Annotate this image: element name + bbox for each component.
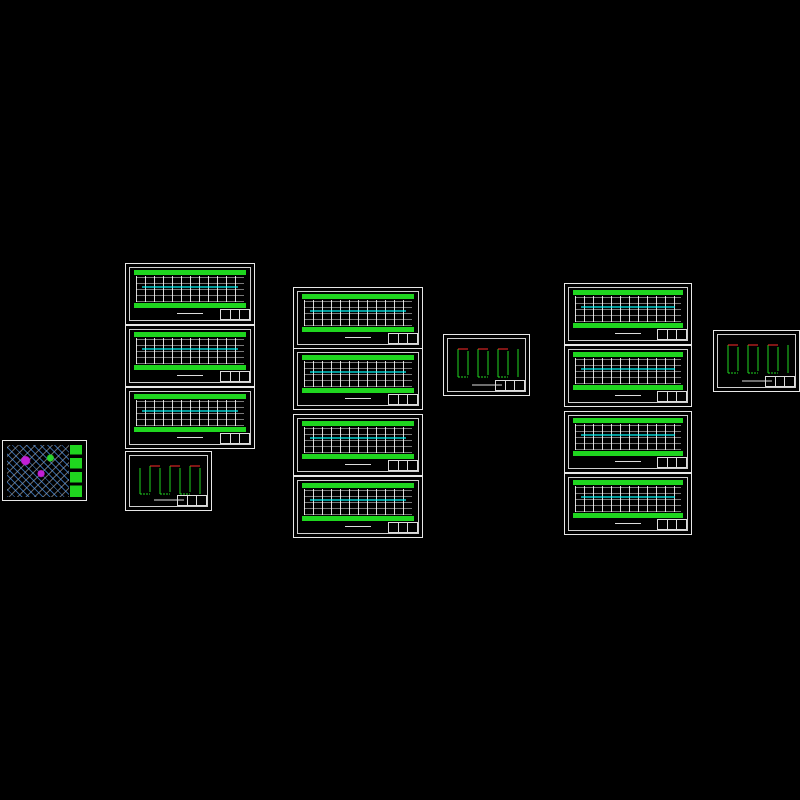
- floor-plan-drawing: [134, 394, 246, 432]
- drawing-caption: [177, 313, 203, 314]
- title-block: [388, 460, 418, 471]
- drawing-caption: [345, 464, 371, 465]
- sheet-frame: [129, 329, 251, 383]
- floor-plan-drawing: [573, 352, 683, 390]
- sheet-frame: [297, 418, 419, 472]
- sheet-frame: [568, 477, 688, 531]
- sheet-frame: [129, 267, 251, 321]
- title-block: [657, 329, 687, 340]
- riser-diagram-sheet[interactable]: [443, 334, 530, 396]
- sheet-frame: [129, 455, 208, 507]
- sheet-frame: [447, 338, 526, 392]
- floor-plan-sheet[interactable]: [293, 287, 423, 349]
- floor-plan-sheet[interactable]: [564, 283, 692, 345]
- title-block: [177, 495, 207, 506]
- sheet-frame: [568, 415, 688, 469]
- drawing-caption: [345, 337, 371, 338]
- floor-plan-sheet[interactable]: [564, 411, 692, 473]
- floor-plan-drawing: [573, 418, 683, 456]
- sheet-frame: [129, 391, 251, 445]
- title-block: [388, 333, 418, 344]
- drawing-caption: [615, 461, 641, 462]
- riser-diagram-drawing: [727, 344, 789, 382]
- sheet-frame: [297, 480, 419, 534]
- title-block: [495, 380, 525, 391]
- floor-plan-drawing: [134, 332, 246, 370]
- sheet-frame: [297, 352, 419, 406]
- floor-plan-sheet[interactable]: [125, 387, 255, 449]
- site-plan-sheet[interactable]: [2, 440, 87, 501]
- floor-plan-drawing: [302, 294, 414, 332]
- floor-plan-sheet[interactable]: [564, 345, 692, 407]
- drawing-caption: [177, 437, 203, 438]
- sheet-frame: [568, 349, 688, 403]
- title-block: [388, 394, 418, 405]
- drawing-caption: [615, 333, 641, 334]
- title-block: [220, 433, 250, 444]
- floor-plan-drawing: [573, 480, 683, 518]
- title-block: [657, 391, 687, 402]
- drawing-caption: [345, 526, 371, 527]
- drawing-caption: [615, 523, 641, 524]
- floor-plan-sheet[interactable]: [125, 325, 255, 387]
- title-block: [657, 457, 687, 468]
- title-block: [657, 519, 687, 530]
- floor-plan-drawing: [302, 421, 414, 459]
- sheet-frame: [568, 287, 688, 341]
- title-block: [220, 371, 250, 382]
- site-plan-legend: [70, 445, 82, 497]
- floor-plan-sheet[interactable]: [564, 473, 692, 535]
- site-plan-drawing: [7, 445, 69, 497]
- title-block: [765, 376, 795, 387]
- floor-plan-drawing: [302, 355, 414, 393]
- floor-plan-sheet[interactable]: [293, 476, 423, 538]
- title-block: [388, 522, 418, 533]
- floor-plan-drawing: [302, 483, 414, 521]
- floor-plan-drawing: [134, 270, 246, 308]
- riser-diagram-drawing: [457, 348, 519, 386]
- riser-diagram-sheet[interactable]: [125, 451, 212, 511]
- riser-diagram-drawing: [139, 465, 201, 501]
- sheet-frame: [717, 334, 796, 388]
- title-block: [220, 309, 250, 320]
- riser-diagram-sheet[interactable]: [713, 330, 800, 392]
- floor-plan-drawing: [573, 290, 683, 328]
- sheet-frame: [297, 291, 419, 345]
- drawing-caption: [177, 375, 203, 376]
- floor-plan-sheet[interactable]: [293, 348, 423, 410]
- floor-plan-sheet[interactable]: [293, 414, 423, 476]
- drawing-caption: [345, 398, 371, 399]
- drawing-caption: [615, 395, 641, 396]
- floor-plan-sheet[interactable]: [125, 263, 255, 325]
